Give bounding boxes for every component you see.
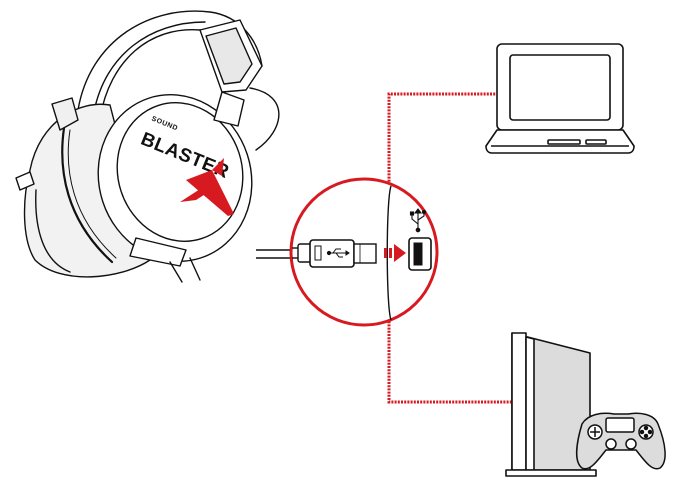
headband-slider-shade bbox=[205, 27, 253, 85]
laptop-screen bbox=[509, 54, 611, 121]
mic-boom bbox=[61, 126, 114, 264]
headset-cable-drop-2 bbox=[189, 257, 201, 281]
usb-plug-inner bbox=[314, 245, 322, 261]
gamepad-button-dot-2 bbox=[639, 429, 645, 435]
usb-icon bbox=[326, 248, 350, 258]
earcup-hinge bbox=[129, 237, 187, 267]
console-groove bbox=[525, 336, 535, 471]
headset-cable-drop bbox=[169, 261, 183, 283]
console-front-panel bbox=[511, 332, 527, 471]
port-usb-icon bbox=[409, 208, 427, 233]
gamepad-button-dot-3 bbox=[647, 429, 653, 435]
x-mark-stroke-3 bbox=[212, 158, 224, 176]
mic-jack bbox=[15, 171, 35, 191]
connection-lines bbox=[387, 92, 511, 404]
x-mark-stroke-1 bbox=[186, 170, 234, 216]
game-console-device bbox=[505, 332, 597, 477]
gamepad-button-dot-1 bbox=[643, 425, 649, 431]
gamepad-buttons bbox=[638, 424, 654, 440]
x-mark-stroke-2 bbox=[180, 180, 218, 202]
usb-zoom-callout bbox=[289, 177, 439, 327]
gamepad-right-stick bbox=[625, 438, 637, 450]
yoke-wire bbox=[249, 87, 280, 151]
gamepad-device bbox=[576, 412, 666, 470]
line-to-laptop bbox=[387, 92, 496, 185]
console-base-foot bbox=[505, 469, 597, 477]
gamepad-left-stick bbox=[605, 438, 617, 450]
mic-head bbox=[51, 97, 79, 131]
mic-boom-shadow bbox=[67, 129, 117, 259]
gamepad-touchpad bbox=[605, 417, 635, 433]
gamepad-button-dot-4 bbox=[643, 433, 649, 439]
laptop-touchpad bbox=[547, 139, 581, 145]
gamepad-dpad-cross bbox=[590, 427, 600, 437]
arrow-right-icon bbox=[384, 244, 406, 262]
earcup-cushion-seam bbox=[35, 189, 71, 273]
yoke-arm bbox=[213, 91, 245, 127]
headband-inner bbox=[93, 21, 206, 113]
line-to-console bbox=[387, 318, 511, 404]
laptop-port bbox=[585, 139, 607, 145]
usb-port-tongue bbox=[413, 242, 423, 266]
laptop-device bbox=[485, 43, 635, 154]
headset-illustration bbox=[15, 10, 280, 283]
brand-x-mark bbox=[180, 158, 234, 216]
earcup-plate bbox=[116, 102, 244, 242]
device-panel-edge bbox=[386, 185, 392, 321]
usb-plug-metal bbox=[353, 243, 377, 264]
